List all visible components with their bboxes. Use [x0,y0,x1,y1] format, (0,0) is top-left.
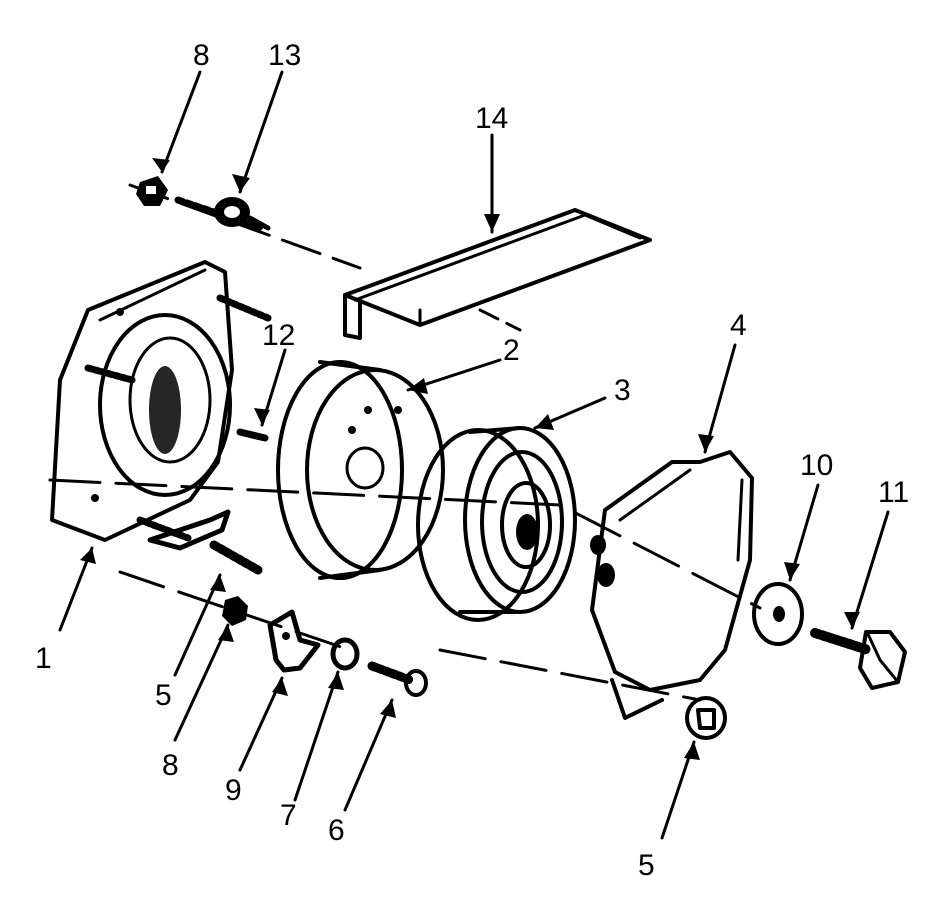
part-8-top-nut [136,176,168,206]
part-3-pulley [416,426,577,622]
leader-5a [173,573,222,677]
part-10-washer [752,582,804,646]
leader-4 [703,343,737,454]
leader-13 [238,70,284,194]
callout-7: 7 [280,799,297,832]
callout-2: 2 [503,334,520,367]
part-14-belt-guard [343,208,652,340]
leader-6 [343,698,394,812]
callout-4: 4 [730,309,747,342]
callout-labels: 1 2 3 4 5 5 6 7 8 8 9 10 11 12 13 14 [35,39,909,882]
axis-line-belt [478,308,522,332]
callout-1: 1 [35,642,52,675]
part-8-lower-nut [222,596,248,626]
leader-11 [850,510,890,630]
callout-5-left: 5 [155,679,172,712]
part-6-screw [367,661,428,697]
leader-9 [238,676,284,772]
callout-6: 6 [328,814,345,847]
leader-lines [58,70,890,840]
part-9-bracket-upper [147,509,231,551]
leader-arrowheads [80,158,860,760]
callout-5-right: 5 [638,849,655,882]
part-2-clutch-drum [276,360,445,580]
leader-8a [160,70,202,174]
callout-3: 3 [614,374,631,407]
callout-9: 9 [225,774,242,807]
callout-12: 12 [262,319,295,352]
leader-7 [293,670,340,802]
part-12-key [236,428,269,442]
callout-8-bottom: 8 [162,749,179,782]
callout-10: 10 [800,449,833,482]
part-5-nut-right [685,696,727,740]
part-13-stud-assembly [174,196,271,232]
leader-1 [58,546,94,632]
callout-11: 11 [878,476,909,509]
part-4-cover-housing [590,450,754,720]
axis-line-lower [118,570,702,702]
part-1-mounting-plate [50,260,272,542]
part-11-bolt [810,628,907,690]
callout-14: 14 [475,102,508,135]
leader-8b [173,623,230,742]
callout-13: 13 [268,39,301,72]
part-5-spring-left [209,540,263,575]
callout-8-top: 8 [193,39,210,72]
part-7-lock-washer [330,637,360,671]
axis-line-upper [128,183,362,270]
part-9-clip [267,609,321,673]
